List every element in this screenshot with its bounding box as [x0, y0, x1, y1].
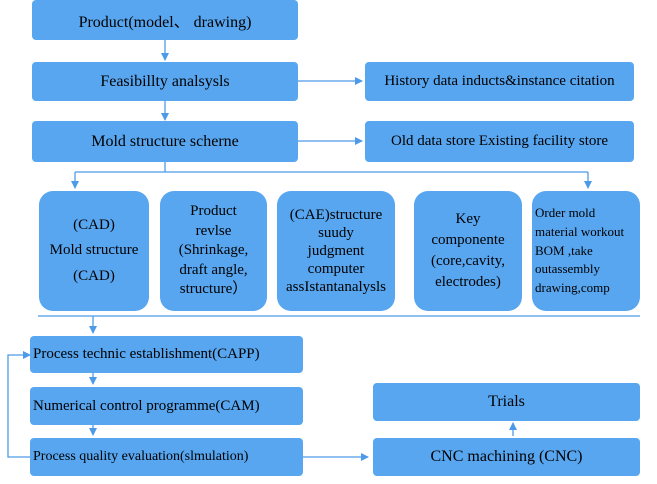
cad-mold-structure-box: (CAD) Mold structure (CAD): [39, 191, 149, 311]
order-mold-line-3: BOM ,take: [535, 242, 593, 258]
key-component-line-1: Key: [455, 211, 481, 227]
arrow-feedback-loop: [7, 351, 31, 458]
cae-analysis-box: (CAE)structure suudy judgment computer a…: [277, 191, 395, 311]
product-revise-line-2: revlse: [195, 222, 232, 239]
order-mold-line-4: outassembly: [535, 261, 600, 277]
cae-line-4: computer: [307, 261, 365, 277]
product-revise-line-3: (Shrinkage,: [178, 242, 249, 259]
cnc-machining-label: CNC machining (CNC): [430, 448, 583, 465]
cnc-machining-box: CNC machining (CNC): [373, 438, 640, 476]
key-component-box: Key componente (core,cavity, electrodes): [414, 191, 522, 311]
cae-line-5: assIstantanalysls: [286, 279, 386, 295]
product-revise-line-5: structure）: [179, 281, 248, 298]
key-component-line-2: componente: [431, 232, 505, 248]
capp-box: Process technic establishment(CAPP): [30, 336, 303, 373]
product-label: Product(model、 drawing): [78, 14, 252, 31]
trials-label: Trials: [488, 393, 525, 410]
old-data-store-box: Old data store Existing facility store: [365, 121, 634, 162]
order-mold-line-1: Order mold: [535, 204, 596, 220]
order-mold-box: Order mold material workout BOM ,take ou…: [532, 191, 640, 311]
key-component-line-3: (core,cavity,: [431, 253, 505, 269]
feasibility-box: Feasibillty analsysls: [32, 62, 298, 101]
history-data-label: History data inducts&instance citation: [384, 73, 615, 89]
mold-structure-scheme-label: Mold structure scherne: [91, 132, 239, 150]
key-component-line-4: electrodes): [435, 274, 501, 290]
cam-label: Numerical control programme(CAM): [33, 397, 260, 414]
quality-evaluation-box: Process quality evaluation(slmulation): [30, 438, 303, 476]
order-mold-line-5: drawing,comp: [535, 280, 610, 296]
order-mold-line-2: material workout: [535, 223, 625, 239]
cae-line-3: judgment: [307, 243, 365, 259]
product-revise-box: Product revlse (Shrinkage, draft angle, …: [160, 191, 267, 311]
product-box: Product(model、 drawing): [32, 0, 298, 40]
cad-line-2: Mold structure: [49, 242, 139, 259]
feasibility-label: Feasibillty analsysls: [100, 72, 230, 90]
quality-evaluation-label: Process quality evaluation(slmulation): [33, 449, 249, 464]
cam-box: Numerical control programme(CAM): [30, 387, 303, 425]
cad-line-1: (CAD): [73, 216, 115, 233]
cae-line-2: suudy: [318, 225, 354, 241]
cae-line-1: (CAE)structure: [289, 207, 383, 223]
capp-label: Process technic establishment(CAPP): [33, 346, 260, 362]
old-data-store-label: Old data store Existing facility store: [390, 133, 609, 149]
mold-structure-scheme-box: Mold structure scherne: [32, 121, 298, 162]
product-revise-line-1: Product: [190, 203, 237, 220]
cad-line-3: (CAD): [73, 267, 115, 284]
trials-box: Trials: [373, 383, 640, 421]
product-revise-line-4: draft angle,: [179, 261, 248, 278]
history-data-box: History data inducts&instance citation: [365, 62, 634, 101]
